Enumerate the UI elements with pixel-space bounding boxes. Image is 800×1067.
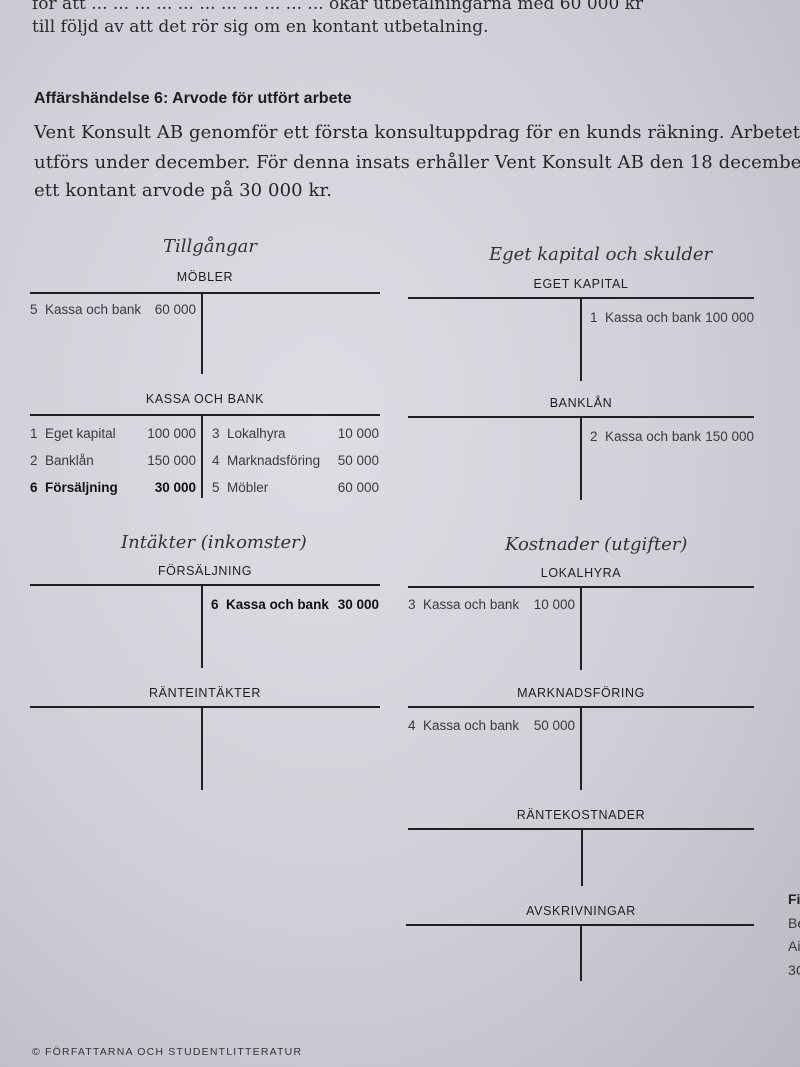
debit-entry: 1 Eget kapital [30,426,116,441]
debit-entry: 4 Kassa och bank [408,718,520,733]
t-account-lokalhyra: LOKALHYRA 3 Kassa och bank 10 000 [408,566,754,670]
debit-amount: 10 000 [533,597,575,612]
t-account-marknadsforing: MARKNADSFÖRING 4 Kassa och bank 50 000 [408,686,754,790]
debit-entry: 5 Kassa och bank [30,302,142,317]
top-text-line-2: till följd av att det rör sig om en kont… [32,17,489,37]
t-account-divider [201,706,203,790]
account-name: KASSA OCH BANK [145,392,265,406]
account-name: BANKLÅN [549,396,613,410]
credit-amount: 60 000 [337,480,379,495]
margin-fragment: Ai [788,938,800,954]
debit-entry: 3 Kassa och bank [408,597,520,612]
debit-entry-new: 6 Försäljning [30,480,118,495]
debit-amount-new: 30 000 [154,480,196,495]
account-name: MARKNADSFÖRING [517,686,645,700]
intro-line-3: ett kontant arvode på 30 000 kr. [34,180,333,201]
credit-entry: 2 Kassa och bank [590,429,702,444]
credit-entry: 3 Lokalhyra [212,426,286,441]
t-account-forsaljning: FÖRSÄLJNING 6 Kassa och bank 30 000 [30,564,380,668]
credit-entry-new: 6 Kassa och bank [211,597,329,612]
margin-fragment: 3C [788,962,800,978]
account-name: RÄNTEKOSTNADER [516,808,646,822]
t-account-divider [201,292,203,374]
t-account-divider [580,297,582,381]
t-account-divider [201,414,203,498]
group-title-revenues: Intäkter (inkomster) [121,532,307,553]
credit-entry: 1 Kassa och bank [590,310,702,325]
intro-line-1: Vent Konsult AB genomför ett första kons… [34,122,800,143]
copyright-footer: © FÖRFATTARNA OCH STUDENTLITTERATUR [32,1046,303,1058]
t-account-divider [580,586,582,670]
t-account-eget-kapital: EGET KAPITAL 1 Kassa och bank 100 000 [408,277,754,381]
account-name: FÖRSÄLJNING [157,564,253,578]
debit-amount: 50 000 [533,718,575,733]
margin-fragment: Be [788,915,800,931]
t-account-divider [581,828,583,886]
t-account-divider [580,924,582,981]
group-title-assets: Tillgångar [163,236,257,257]
t-account-kassa-och-bank: KASSA OCH BANK 1 Eget kapital 100 000 2 … [30,392,380,500]
account-name: RÄNTEINTÄKTER [149,686,261,700]
group-title-equity-liabilities: Eget kapital och skulder [489,244,713,265]
debit-amount: 60 000 [154,302,196,317]
t-account-rantekostnader: RÄNTEKOSTNADER [408,808,754,888]
t-account-banklan: BANKLÅN 2 Kassa och bank 150 000 [408,396,754,500]
debit-amount: 150 000 [147,453,196,468]
account-name: LOKALHYRA [540,566,622,580]
t-account-top-line [30,292,380,294]
t-account-divider [580,416,582,500]
credit-amount: 100 000 [705,310,754,325]
credit-amount: 50 000 [337,453,379,468]
margin-fragment: Fi [788,891,800,907]
intro-line-2: utförs under december. För denna insats … [34,152,800,173]
account-name: MÖBLER [176,270,234,284]
t-account-divider [580,706,582,790]
group-title-expenses: Kostnader (utgifter) [505,534,688,555]
credit-entry: 5 Möbler [212,480,269,495]
credit-amount: 150 000 [705,429,754,444]
credit-amount: 10 000 [337,426,379,441]
t-account-top-line [30,414,380,416]
credit-entry: 4 Marknadsföring [212,453,321,468]
t-account-divider [201,584,203,668]
t-account-mobler: MÖBLER 5 Kassa och bank 60 000 [30,270,380,374]
t-account-top-line [30,584,380,586]
section-title: Affärshändelse 6: Arvode för utfört arbe… [34,90,352,107]
t-account-avskrivningar: AVSKRIVNINGAR [406,904,756,984]
t-account-ranteintakter: RÄNTEINTÄKTER [30,686,380,790]
debit-amount: 100 000 [147,426,196,441]
credit-amount-new: 30 000 [337,597,379,612]
top-text-line-1: för att ... ... ... ... ... ... ... ... … [32,0,644,14]
account-name: AVSKRIVNINGAR [526,904,636,918]
account-name: EGET KAPITAL [533,277,629,291]
t-account-top-line [30,706,380,708]
debit-entry: 2 Banklån [30,453,94,468]
